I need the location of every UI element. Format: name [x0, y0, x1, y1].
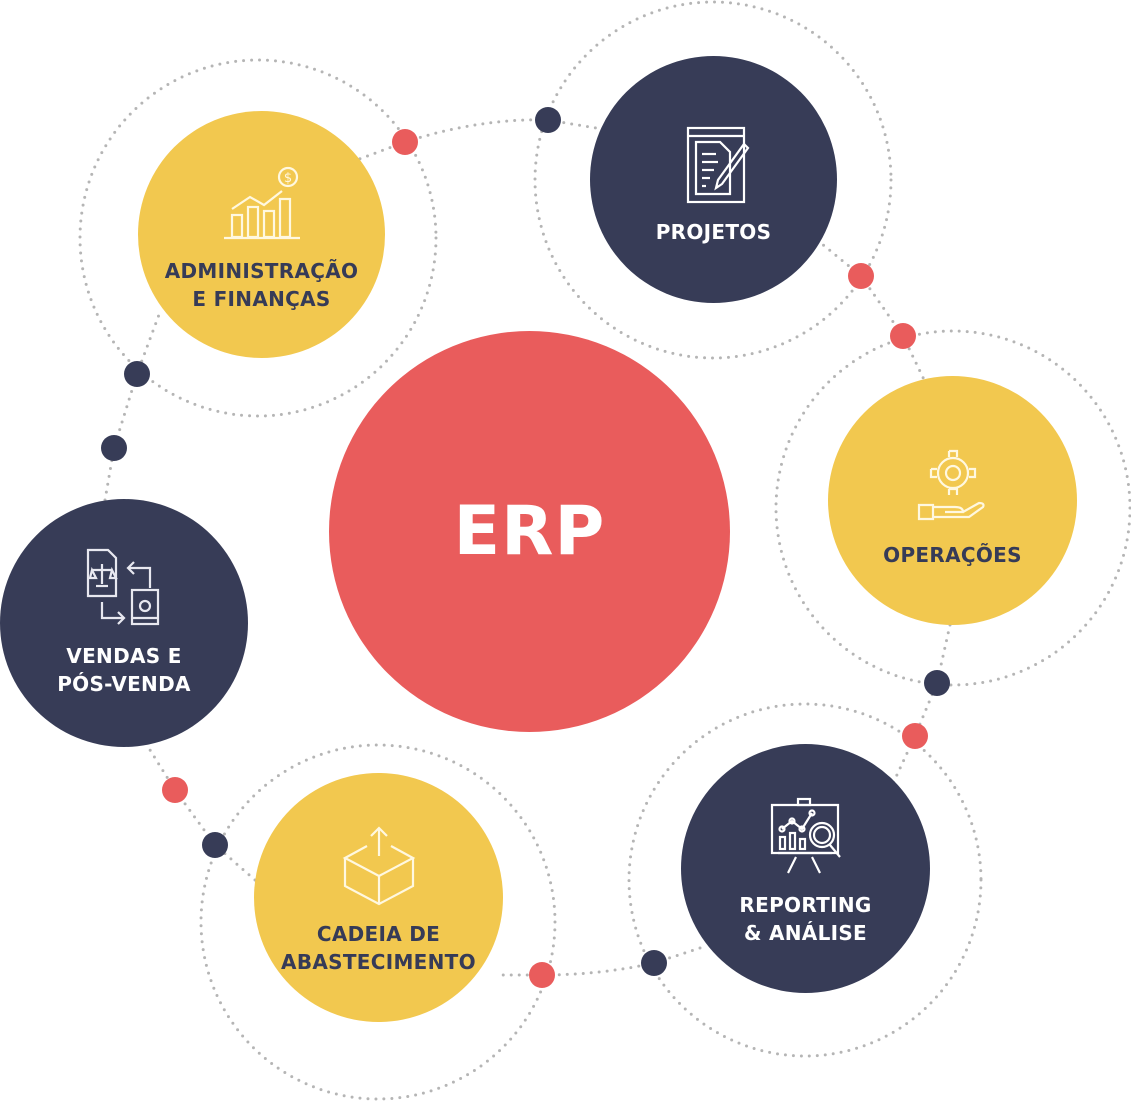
- module-reporting-analise[interactable]: REPORTING & ANÁLISE: [681, 744, 930, 993]
- module-projetos[interactable]: PROJETOS: [590, 56, 837, 303]
- connector-dot-red: [162, 777, 188, 803]
- connector-dot-navy: [641, 950, 667, 976]
- connector-dot-red: [848, 263, 874, 289]
- connector-dot-navy: [535, 107, 561, 133]
- presentation-analysis-icon: [770, 797, 841, 873]
- cadeia-ring: [199, 743, 557, 1101]
- module-label: PROJETOS: [655, 219, 772, 244]
- connector-dot-red: [529, 962, 555, 988]
- module-admin-financas[interactable]: $ ADMINISTRAÇÃO E FINANÇAS: [138, 111, 385, 358]
- module-cadeia-abastecimento[interactable]: CADEIA DE ABASTECIMENTO: [254, 773, 503, 1022]
- contract-money-exchange-icon: [86, 548, 160, 626]
- admin-ring: [78, 58, 438, 418]
- module-label-line1: VENDAS E: [66, 644, 182, 668]
- module-label-line1: REPORTING: [739, 892, 872, 917]
- connector-dot-navy: [101, 435, 127, 461]
- module-operacoes[interactable]: OPERAÇÕES: [828, 376, 1077, 625]
- module-label: OPERAÇÕES: [883, 542, 1022, 567]
- svg-text:$: $: [283, 171, 291, 186]
- module-label-line1: ADMINISTRAÇÃO: [164, 258, 359, 283]
- connector-dot-navy: [124, 361, 150, 387]
- operacoes-ring: [774, 329, 1131, 687]
- box-upload-icon: [342, 825, 415, 905]
- connector-dot-navy: [924, 670, 950, 696]
- connector-dot-red: [890, 323, 916, 349]
- erp-center-circle: ERP: [329, 331, 730, 732]
- module-label-line1: CADEIA DE: [316, 921, 441, 946]
- module-label-line2: PÓS-VENDA: [57, 672, 191, 696]
- connector-dot-red: [392, 129, 418, 155]
- projetos-ring: [533, 0, 893, 360]
- module-label-line2: E FINANÇAS: [192, 286, 331, 311]
- reporting-ring: [627, 702, 983, 1058]
- gear-hand-icon: [917, 449, 985, 520]
- document-pencil-icon: [686, 126, 749, 203]
- erp-title: ERP: [453, 492, 606, 571]
- module-vendas-pos-venda[interactable]: VENDAS E PÓS-VENDA: [0, 499, 248, 747]
- module-label-line2: ABASTECIMENTO: [281, 949, 476, 974]
- module-label-line2: & ANÁLISE: [743, 920, 868, 945]
- connector-dot-navy: [202, 832, 228, 858]
- connector-dot-red: [902, 723, 928, 749]
- finance-chart-icon: $: [223, 166, 300, 239]
